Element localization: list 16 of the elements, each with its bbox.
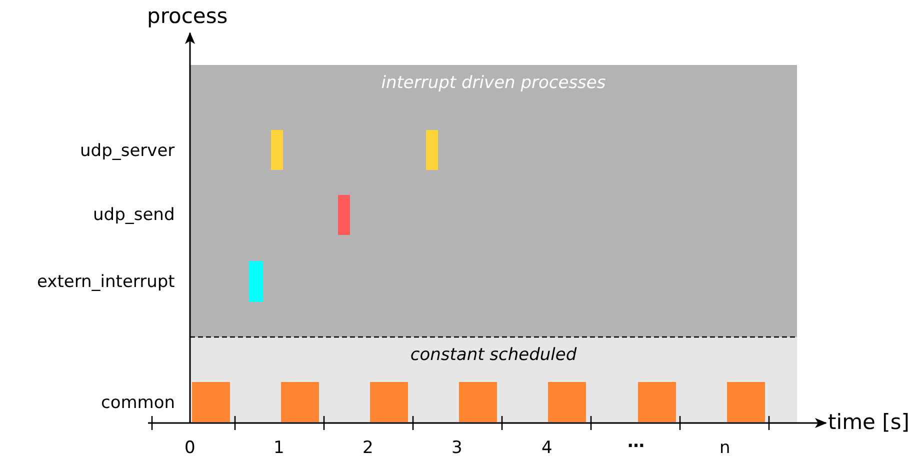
process-label: extern_interrupt xyxy=(37,272,175,292)
tick-label: 1 xyxy=(274,438,284,458)
tick-label: 0 xyxy=(184,438,196,458)
band-title: interrupt driven processes xyxy=(380,73,607,93)
tick-label: n xyxy=(720,438,730,458)
tick-label: … xyxy=(628,432,644,452)
process-label: udp_send xyxy=(93,205,175,225)
interrupt-band xyxy=(190,65,797,337)
tick-label: 4 xyxy=(542,438,552,458)
band-title: constant scheduled xyxy=(409,345,578,365)
axis-title: time [s] xyxy=(828,410,910,434)
process-label: common xyxy=(101,393,176,413)
process-label: udp_server xyxy=(80,141,175,161)
axis-title: process xyxy=(147,4,228,28)
tick-label: 2 xyxy=(362,438,374,458)
tick-label: 3 xyxy=(452,438,462,458)
